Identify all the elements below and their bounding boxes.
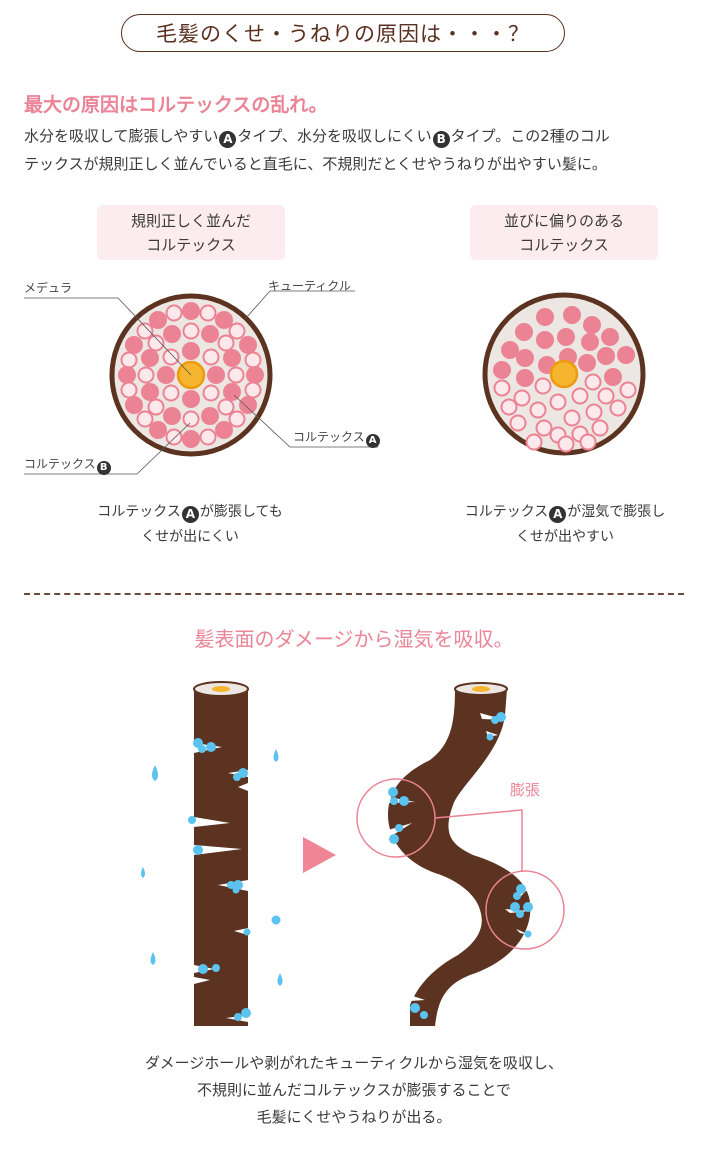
label-line: コルテックス: [146, 235, 236, 254]
caption-line: くせが出にくい: [141, 529, 239, 545]
caption-line: くせが出やすい: [516, 529, 614, 545]
paragraph-line2: テックスが規則正しく並んでいると直毛に、不規則だとくせやうねりが出やすい髪に。: [24, 155, 607, 173]
regular-cortex-cross-section: [24, 290, 378, 475]
text-span: タイプ。この2種のコル: [450, 127, 610, 145]
badge-a: A: [181, 506, 199, 523]
arrow-right-icon: [303, 837, 336, 873]
hair-shaft: [388, 689, 531, 1026]
caption-line: 不規則に並んだコルテックスが膨張することで: [196, 1081, 512, 1099]
caption-line: 毛髪にくせやうねりが出る。: [256, 1108, 452, 1126]
swell-label: 膨張: [510, 781, 541, 799]
label-line: 並びに偏りのある: [503, 211, 624, 230]
badge-b: B: [96, 461, 111, 475]
biased-cortex-cross-section: [482, 292, 646, 456]
cortex-pattern: [118, 302, 264, 448]
callout-text: コルテックス: [293, 430, 365, 444]
section-divider: [24, 593, 684, 595]
section2-heading: 髪表面のダメージから湿気を吸収。: [194, 627, 514, 651]
callout-cuticle: キューティクル: [268, 279, 351, 293]
water-droplets-floating: [141, 749, 283, 986]
badge-a: A: [549, 506, 567, 523]
water-droplets-attached: [388, 712, 533, 1019]
medulla: [549, 359, 579, 389]
text-span: が膨張しても: [199, 504, 283, 520]
section1-heading: 最大の原因はコルテックスの乱れ。: [24, 94, 328, 116]
callout-medulla: メデュラ: [24, 281, 73, 295]
text-span: コルテックス: [97, 504, 181, 520]
text-span: タイプ、水分を吸収しにくい: [237, 127, 432, 145]
caption-line: ダメージホールや剥がれたキューティクルから湿気を吸収し、: [145, 1054, 563, 1072]
swell-highlights: [356, 778, 565, 950]
section2-caption: ダメージホールや剥がれたキューティクルから湿気を吸収し、 不規則に並んだコルテッ…: [0, 1050, 708, 1131]
page-title-text: 毛髪のくせ・うねりの原因は・・・？: [156, 22, 530, 46]
label-line: コルテックス: [519, 235, 609, 254]
wavy-hair-illustration: [356, 682, 565, 1026]
text-span: が湿気で膨張し: [567, 504, 666, 520]
water-droplets-attached: [188, 738, 251, 1021]
text-span: 水分を吸収して膨張しやすい: [24, 127, 219, 145]
straight-hair-illustration: [141, 681, 283, 1026]
text-span: コルテックス: [464, 504, 549, 520]
badge-a: A: [219, 131, 237, 148]
hair-shaft: [194, 689, 248, 1026]
badge-a: A: [365, 434, 380, 448]
callout-text: コルテックス: [24, 457, 96, 471]
badge-b: B: [432, 131, 450, 148]
label-regular-cortex: 規則正しく並んだ コルテックス: [97, 205, 285, 260]
page-title: 毛髪のくせ・うねりの原因は・・・？: [121, 14, 565, 52]
label-line: 規則正しく並んだ: [130, 211, 251, 230]
label-biased-cortex: 並びに偏りのある コルテックス: [470, 205, 658, 260]
